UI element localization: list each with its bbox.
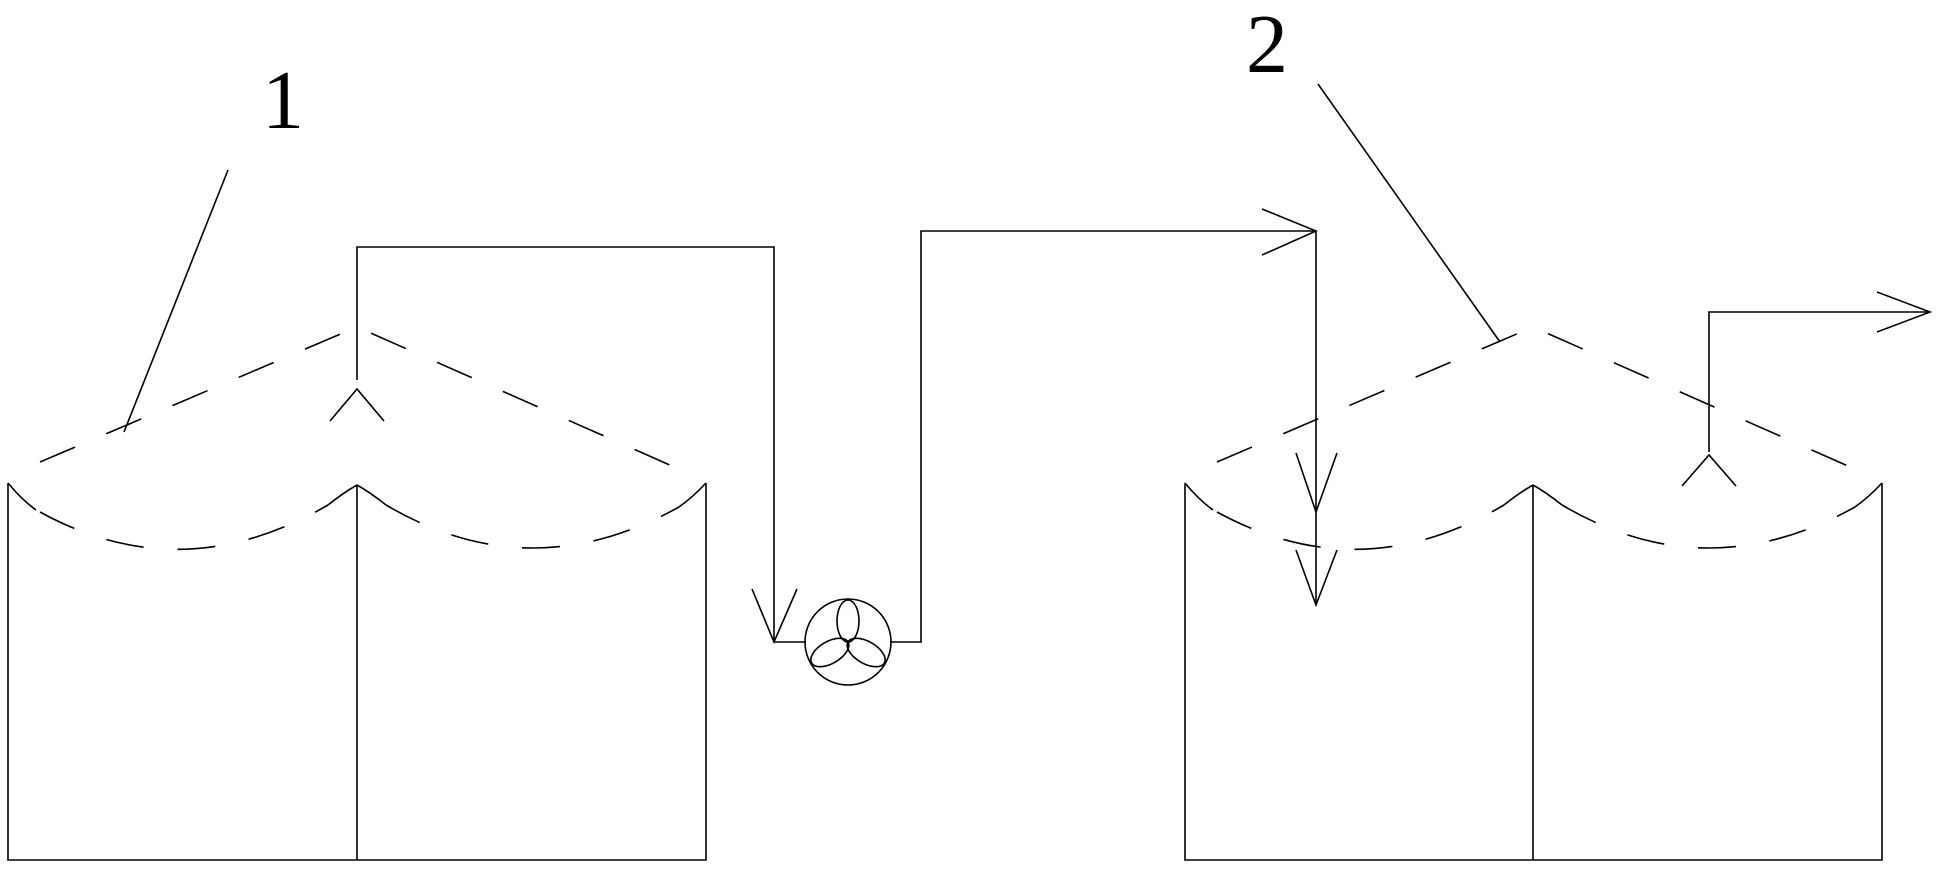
air-duct [356,230,1930,643]
arrow-exhaust-right [1876,291,1933,333]
duct-intake-to-fan [356,246,806,643]
greenhouse-2-dashed-arch-right [1561,504,1856,549]
greenhouse-2-arch-center-left [1503,484,1534,506]
arrow-down-upper [1295,452,1338,515]
greenhouse-2-arch-right [1854,482,1883,508]
label-1: 1 [262,54,304,147]
duct-exhaust [1708,311,1930,452]
leader-line-2 [1317,83,1501,343]
greenhouse-1-dashed-arch-right [385,504,680,549]
arrow-into-fan-down [751,588,798,645]
greenhouse-1-arch-left [7,482,37,511]
flow-arrows [329,208,1933,645]
greenhouse-2-arch-left [1184,482,1214,511]
greenhouse-2-arch-center-right [1532,484,1563,506]
greenhouse-1-dashed-roof [39,326,673,467]
arrow-exhaust-up [1681,453,1737,487]
greenhouse-2-dashed-roof [1216,326,1849,467]
greenhouse-1-arch-center-right [356,484,387,506]
greenhouse-2 [1184,326,1883,861]
arrow-right-top [1261,208,1319,256]
greenhouse-1-dashed-arch-left [39,504,329,551]
greenhouse-1-arch-center-left [327,484,358,506]
greenhouse-1 [7,326,707,861]
fan-icon [804,598,892,686]
greenhouse-1-arch-right [678,482,707,508]
arrow-intake-up [329,387,385,422]
label-2: 2 [1246,0,1288,91]
duct-fan-to-greenhouse-2 [890,230,1317,643]
arrow-down-lower [1295,549,1338,608]
greenhouse-2-dashed-arch-left [1216,504,1505,551]
leader-line-1 [123,169,229,433]
